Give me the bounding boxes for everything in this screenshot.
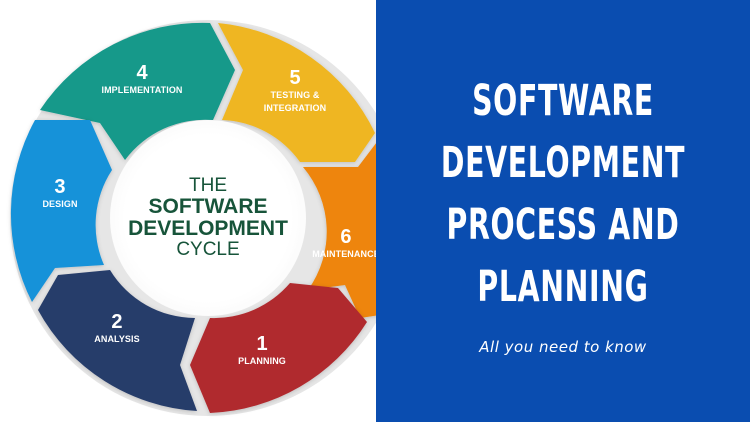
banner-subtitle: All you need to know — [479, 338, 647, 356]
title-line: DEVELOPMENT — [440, 138, 686, 188]
label-planning: 1 PLANNING — [238, 333, 286, 366]
label-maintenance: 6 MAINTENANCE — [312, 226, 376, 259]
label-implementation: 4 IMPLEMENTATION — [101, 62, 183, 95]
hub-line-development: DEVELOPMENT — [128, 217, 288, 240]
hub-line-cycle: CYCLE — [176, 239, 240, 260]
segment-implementation — [40, 22, 235, 160]
banner-title: SOFTWARE DEVELOPMENT PROCESS AND PLANNIN… — [440, 70, 687, 318]
segment-analysis — [38, 270, 197, 411]
cycle-diagram-panel: THE SOFTWARE DEVELOPMENT CYCLE 4 IMPLEME… — [10, 20, 376, 416]
hub-line-software: SOFTWARE — [148, 195, 268, 218]
title-line: SOFTWARE — [472, 76, 654, 126]
title-banner: SOFTWARE DEVELOPMENT PROCESS AND PLANNIN… — [376, 0, 750, 422]
cycle-hub: THE SOFTWARE DEVELOPMENT CYCLE — [110, 120, 306, 316]
title-line: PROCESS AND — [446, 200, 680, 250]
label-analysis: 2 ANALYSIS — [94, 311, 140, 344]
segment-testing — [218, 23, 375, 162]
title-line: PLANNING — [477, 262, 649, 312]
hub-line-the: THE — [189, 175, 227, 196]
label-testing: 5 TESTING & INTEGRATION — [263, 67, 327, 113]
segment-planning — [190, 283, 367, 413]
segment-design — [10, 120, 113, 302]
segment-maintenance — [303, 143, 376, 318]
label-design: 3 DESIGN — [42, 176, 78, 209]
